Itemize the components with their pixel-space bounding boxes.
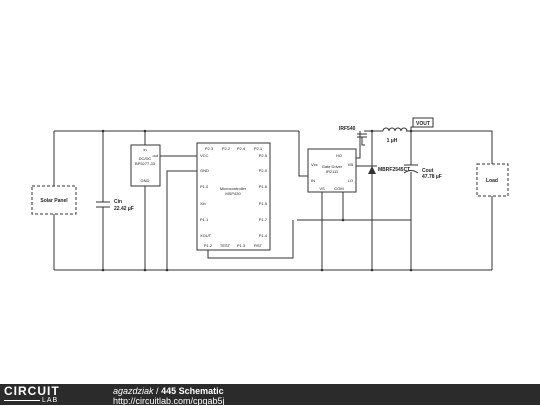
mcu-pin-bottom: P1.3: [237, 243, 246, 248]
mcu-pin-top: P2.2: [222, 146, 231, 151]
inductor[interactable]: 1 µH: [382, 127, 408, 144]
cout-label: Cout: [422, 168, 434, 174]
load-label: Load: [486, 178, 498, 184]
gate-driver-pin-in: IN: [311, 178, 315, 183]
gate-driver[interactable]: Gate Driver IR2111 Vcc IN VS COM HO VB L…: [307, 148, 357, 193]
mcu-pin-left: GND: [200, 168, 209, 173]
separator: /: [156, 386, 159, 396]
mcu-part: MSP430: [225, 191, 241, 196]
mcu-pin-top: P2.4: [237, 146, 246, 151]
solar-panel[interactable]: Solar Panel: [31, 185, 77, 215]
dcdc-converter[interactable]: in DC/DC BP5277-33 out GND: [130, 144, 161, 187]
circuitlab-logo[interactable]: CIRCUIT LAB: [4, 385, 60, 404]
dcdc-part: BP5277-33: [135, 161, 156, 166]
mcu-pin-left: VCC: [200, 153, 209, 158]
solar-panel-label: Solar Panel: [40, 198, 68, 204]
mcu-pin-top: P2.3: [205, 146, 214, 151]
schematic-url[interactable]: http://circuitlab.com/cpqab5j: [113, 396, 225, 406]
logo-line-icon: [4, 399, 40, 401]
mcu-pin-bottom: TEST: [220, 243, 231, 248]
schematic-canvas: Solar Panel Cin 22.42 µF in DC/DC BP5277…: [31, 117, 509, 272]
cin-value: 22.42 µF: [114, 206, 134, 212]
dcdc-pin-in: in: [143, 147, 146, 152]
gate-driver-pin-ho: HO: [336, 153, 342, 158]
schematic-title: 445 Schematic: [161, 386, 224, 396]
mcu-pin-right: P2.5: [259, 153, 268, 158]
schematic-meta: agazdziak / 445 Schematic http://circuit…: [113, 386, 225, 406]
gate-driver-pin-vcc: Vcc: [311, 162, 318, 167]
mosfet[interactable]: IRF540: [339, 126, 367, 146]
output-capacitor[interactable]: Cout 47.78 µF: [403, 164, 442, 180]
mcu-pin-right: P1.4: [259, 233, 268, 238]
cout-value: 47.78 µF: [422, 174, 442, 180]
dcdc-pin-gnd: GND: [141, 178, 150, 183]
mcu-pin-bottom: P1.2: [204, 243, 213, 248]
inductor-value: 1 µH: [387, 138, 398, 144]
footer-bar: CIRCUIT LAB agazdziak / 445 Schematic ht…: [0, 384, 540, 406]
input-capacitor[interactable]: Cin 22.42 µF: [96, 199, 134, 212]
gate-driver-title: Gate Driver: [322, 164, 343, 169]
diode[interactable]: MBRF2545CT: [367, 165, 410, 174]
mcu-pin-left: XOUT: [200, 233, 212, 238]
mcu-pin-left: Xin: [200, 201, 206, 206]
vout-tag[interactable]: VOUT: [412, 117, 434, 128]
logo-bottom-text: LAB: [42, 397, 59, 404]
mcu-pin-left: P1.0: [200, 184, 209, 189]
gate-driver-pin-com: COM: [334, 186, 343, 191]
mcu-pin-left: P1.1: [200, 217, 209, 222]
gate-driver-part: IR2111: [326, 169, 339, 174]
mcu-pin-right: P2.0: [259, 168, 268, 173]
author-link[interactable]: agazdziak: [113, 386, 154, 396]
mcu-title: Microcontroller: [220, 186, 247, 191]
gate-driver-pin-vs: VS: [319, 186, 325, 191]
cin-label: Cin: [114, 199, 122, 205]
mcu-pin-right: P1.6: [259, 184, 268, 189]
diode-label: MBRF2545CT: [378, 167, 410, 173]
dcdc-title: DC/DC: [139, 156, 152, 161]
gate-driver-pin-vb: VB: [348, 162, 354, 167]
load[interactable]: Load: [476, 163, 509, 197]
vout-label: VOUT: [416, 121, 430, 127]
logo-top-text: CIRCUIT: [4, 384, 60, 398]
mcu-pin-bottom: RST: [254, 243, 263, 248]
mcu-pin-right: P1.5: [259, 201, 268, 206]
mcu-pin-right: P1.7: [259, 217, 268, 222]
dcdc-pin-out: out: [152, 153, 158, 158]
mosfet-label: IRF540: [339, 126, 356, 132]
mcu-pin-top: P2.1: [254, 146, 263, 151]
gate-driver-pin-lo: LO: [348, 178, 353, 183]
